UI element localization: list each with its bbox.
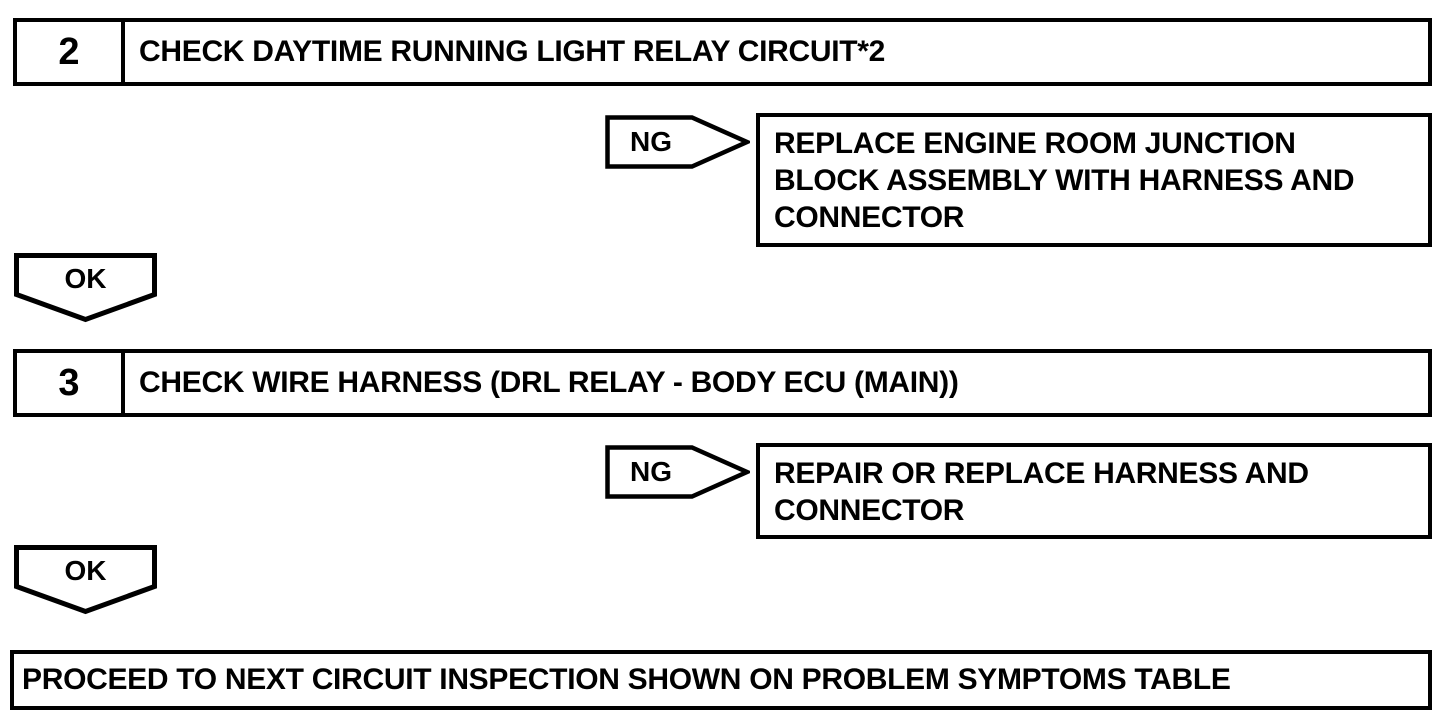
step-3-ng-label: NG <box>630 456 672 487</box>
step-3-box: 3 CHECK WIRE HARNESS (DRL RELAY - BODY E… <box>13 349 1432 417</box>
ng-arrow-icon <box>605 115 750 169</box>
step-3-title: CHECK WIRE HARNESS (DRL RELAY - BODY ECU… <box>139 366 959 399</box>
step-2-ok-label: OK <box>64 263 107 294</box>
step-3-ng-result-line-2: CONNECTOR <box>774 494 965 527</box>
step-2-title: CHECK DAYTIME RUNNING LIGHT RELAY CIRCUI… <box>139 35 886 68</box>
step-2-ng-connector: NG <box>605 115 750 169</box>
step-2-ok-connector: OK <box>14 253 157 323</box>
step-3-number: 3 <box>17 353 125 413</box>
step-2-box: 2 CHECK DAYTIME RUNNING LIGHT RELAY CIRC… <box>13 18 1432 86</box>
step-3-ng-result-line-1: REPAIR OR REPLACE HARNESS AND <box>774 457 1309 490</box>
terminal-instruction-text: PROCEED TO NEXT CIRCUIT INSPECTION SHOWN… <box>22 663 1231 696</box>
ok-arrow-icon <box>14 253 157 323</box>
step-2-ng-label: NG <box>630 126 672 157</box>
ok-arrow-icon <box>14 545 157 615</box>
step-2-ng-result-line-3: CONNECTOR <box>774 201 965 234</box>
step-3-ng-connector: NG <box>605 445 750 499</box>
step-3-ok-label: OK <box>64 555 107 586</box>
step-3-ng-result-box: REPAIR OR REPLACE HARNESS AND CONNECTOR <box>756 443 1432 539</box>
step-2-number: 2 <box>17 22 125 82</box>
step-2-ng-result-line-1: REPLACE ENGINE ROOM JUNCTION <box>774 127 1296 160</box>
step-3-ok-connector: OK <box>14 545 157 615</box>
terminal-instruction-box: PROCEED TO NEXT CIRCUIT INSPECTION SHOWN… <box>10 650 1432 710</box>
ng-arrow-icon <box>605 445 750 499</box>
step-2-ng-result-box: REPLACE ENGINE ROOM JUNCTION BLOCK ASSEM… <box>756 113 1432 247</box>
step-2-ng-result-line-2: BLOCK ASSEMBLY WITH HARNESS AND <box>774 164 1355 197</box>
